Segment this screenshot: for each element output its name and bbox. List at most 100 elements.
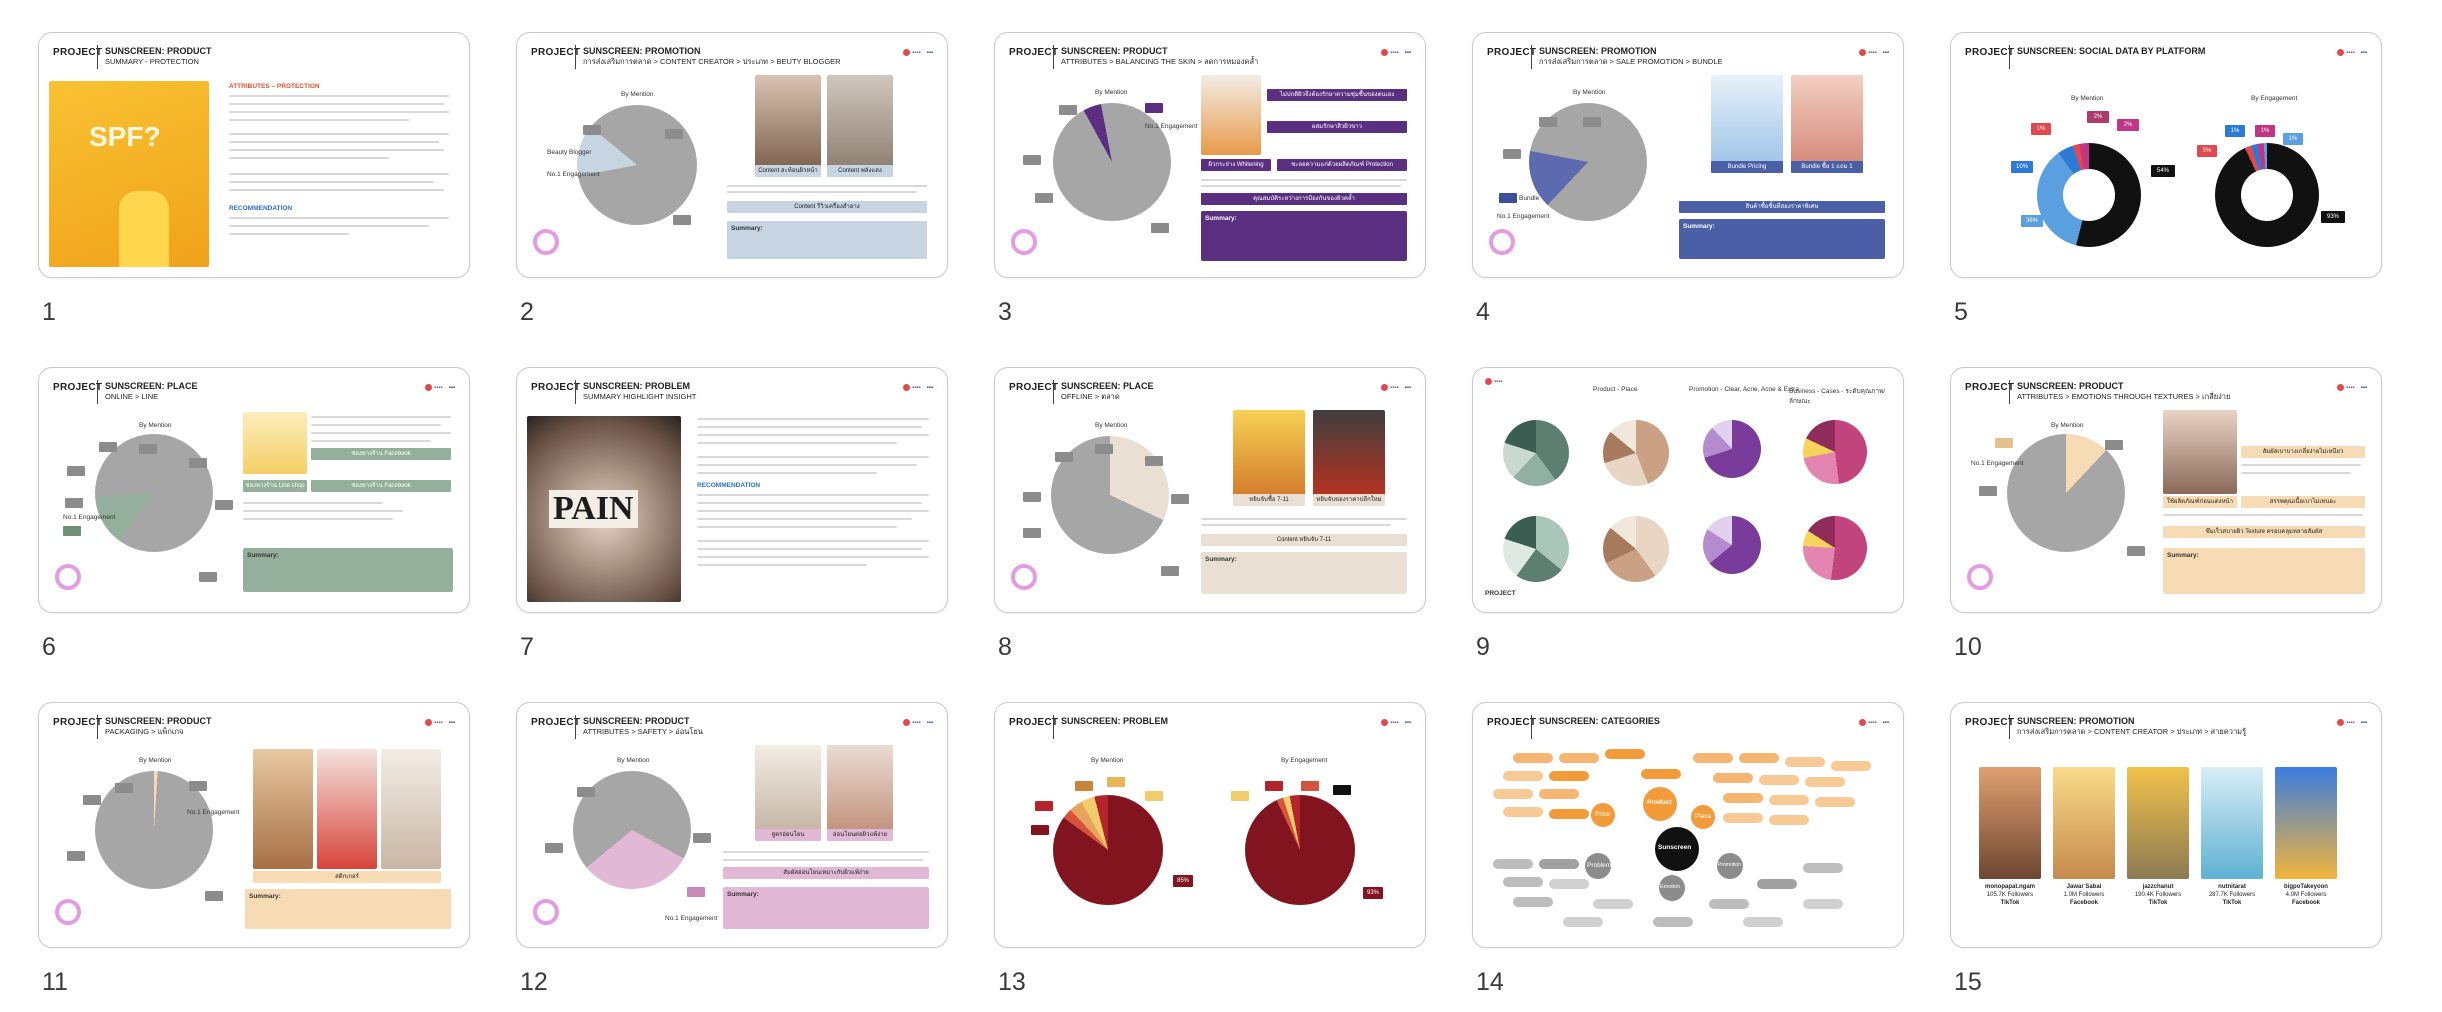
project-label: PROJECT [53,717,103,728]
slide-header: PROJECT SUNSCREEN: PRODUCT ATTRIBUTES > … [531,715,933,741]
pie-pct [1539,117,1557,127]
engagement-tiktok-label: 93% [2321,211,2345,223]
slide-number-1: 1 [42,298,56,326]
brand-logos: ▪▪▪▪▪▪▪ [903,384,933,391]
slide-header: PROJECT SUNSCREEN: PROBLEM ▪▪▪▪▪▪▪ [1009,715,1411,741]
pie-promotion-2 [1603,516,1669,582]
chart-title: By Mention [2051,422,2084,429]
pie-label-bundle: Bundle [1519,195,1540,202]
creator-photo-1 [755,75,821,173]
pie-engagement [1245,795,1355,905]
slide-thumbnail-7[interactable]: PROJECT SUNSCREEN: PROBLEM SUMMARY HIGHL… [516,367,948,613]
project-label: PROJECT [1009,717,1059,728]
pie-pct [1023,492,1041,502]
divider [2009,715,2010,739]
pie-pct [1161,566,1179,576]
package-photo-1 [253,749,313,869]
pie-pct [693,833,711,843]
pie-pct [2127,546,2145,556]
texture-bar-2: ใช้ผลิตภัณฑ์ก่อนแต่งหน้า [2163,496,2237,508]
slide-title: SUNSCREEN: PRODUCT [105,46,212,56]
mention-webboard-label: 2% [2087,111,2109,123]
slide-thumbnail-8[interactable]: PROJECT SUNSCREEN: PLACE OFFLINE > ตลาด … [994,367,1426,613]
slide-thumbnail-12[interactable]: PROJECT SUNSCREEN: PRODUCT ATTRIBUTES > … [516,702,948,948]
pie-pct [1301,781,1319,791]
text-line [697,472,877,474]
summary-box: Summary: [727,221,927,259]
pie-pct [1023,155,1041,165]
brand-dot-icon [2337,719,2345,726]
column-title-3: Business - Cases - ระดับคุณภาพ/ลักษณะ [1789,388,1886,405]
pie-label-beauty-blogger: Beauty Blogger [547,149,592,156]
text-line [723,851,929,853]
text-line [727,191,917,193]
reco-heading: RECOMMENDATION [697,482,761,489]
slide-thumbnail-11[interactable]: PROJECT SUNSCREEN: PRODUCT PACKAGING > แ… [38,702,470,948]
pie-pct [545,843,563,853]
text-line [243,518,393,520]
slide-thumbnail-4[interactable]: PROJECT SUNSCREEN: PROMOTION การส่งเสริม… [1472,32,1904,278]
creator-avatar-2 [2053,767,2115,879]
pie-promotion-1 [1603,420,1669,486]
slide-title: SUNSCREEN: PRODUCT [583,716,690,726]
pie-pct [1035,193,1053,203]
project-label: PROJECT [1009,382,1059,393]
caption-1: หยิบจับซื้อ 7-11 [1233,494,1305,506]
caption-1: Content สะท้อนผิวหน้า [755,165,821,177]
slide-thumbnail-10[interactable]: PROJECT SUNSCREEN: PRODUCT ATTRIBUTES > … [1950,367,2382,613]
text-line [229,133,449,135]
slide-thumbnail-14[interactable]: PROJECT SUNSCREEN: CATEGORIES ▪▪▪▪▪▪▪ Pr… [1472,702,1904,948]
slide-number-3: 3 [998,298,1012,326]
column-title-1: Product - Place [1593,386,1638,393]
text-line [229,233,349,235]
chart-title: By Mention [139,422,172,429]
attribute-bar-3: ผิวกระจ่าง Whitening [1201,159,1271,171]
slide-thumbnail-9[interactable]: ▪▪▪▪ Product - Place Promotion - Clear, … [1472,367,1904,613]
creator-avatar-1 [1979,767,2041,879]
slide-subtitle: ATTRIBUTES > BALANCING THE SKIN > ลดการห… [1061,57,1259,66]
pie-pct [205,891,223,901]
pie-chart [2007,434,2125,552]
pie-pct [67,466,85,476]
safety-bar: สัมผัสอ่อนโยนเหมาะกับผิวแพ้ง่าย [723,867,929,879]
creator-name-3: jazzchanut [2142,884,2174,890]
slide-thumbnail-1[interactable]: PROJECT SUNSCREEN: PRODUCT SUMMARY - PRO… [38,32,470,278]
channel-bar-2: ช่องทางร้าน Line shop [243,480,307,492]
node-place: Place [1691,805,1715,829]
brand-logos: ▪▪▪▪▪▪▪ [903,719,933,726]
text-line [697,510,929,512]
brand-logos: ▪▪▪▪▪▪▪ [1381,719,1411,726]
divider [2009,380,2010,404]
gender-donut [1011,564,1037,590]
slide-thumbnail-13[interactable]: PROJECT SUNSCREEN: PROBLEM ▪▪▪▪▪▪▪ By Me… [994,702,1426,948]
gender-donut [533,899,559,925]
creator-name-2: Jawar Sabai [2066,884,2102,890]
gender-donut [55,899,81,925]
project-label: PROJECT [531,382,581,393]
slide-thumbnail-3[interactable]: PROJECT SUNSCREEN: PRODUCT ATTRIBUTES > … [994,32,1426,278]
chart-title: By Mention [1095,422,1128,429]
slide-subtitle: SUMMARY - PROTECTION [105,57,199,66]
slide-thumbnail-6[interactable]: PROJECT SUNSCREEN: PLACE ONLINE > LINE ▪… [38,367,470,613]
pie-pct [1503,149,1521,159]
summary-label: Summary: [247,552,279,559]
product-photo [1201,75,1261,155]
node-emotion: Emotion [1659,875,1685,901]
slide-number-2: 2 [520,298,534,326]
pain-photo: PAIN [527,416,681,602]
pie-pct [1333,785,1351,795]
slide-thumbnail-15[interactable]: PROJECT SUNSCREEN: PROMOTION การส่งเสริม… [1950,702,2382,948]
bundle-bar: สินค้าซื้อชิ้นที่สองราคาพิเศษ [1679,201,1885,213]
chart1-title: By Mention [1091,757,1124,764]
creator-name-1: monopapat.ngam [1984,884,2035,890]
texture-bar-3: สรรพคุณเนื้อเบาไม่เหนอะ [2241,496,2365,508]
caption-1: สูตรอ่อนโยน [755,829,821,841]
slide-thumbnail-5[interactable]: PROJECT SUNSCREEN: SOCIAL DATA BY PLATFO… [1950,32,2382,278]
slide-number-14: 14 [1476,968,1504,996]
pie-product-1 [1503,420,1569,486]
slide-thumbnail-2[interactable]: PROJECT SUNSCREEN: PROMOTION การส่งเสริม… [516,32,948,278]
summary-box: Summary: [2163,548,2365,594]
brand-dot-icon [425,384,433,391]
pie-pct [1151,223,1169,233]
creator-followers-1: 105.7K Followers [1986,892,2034,898]
